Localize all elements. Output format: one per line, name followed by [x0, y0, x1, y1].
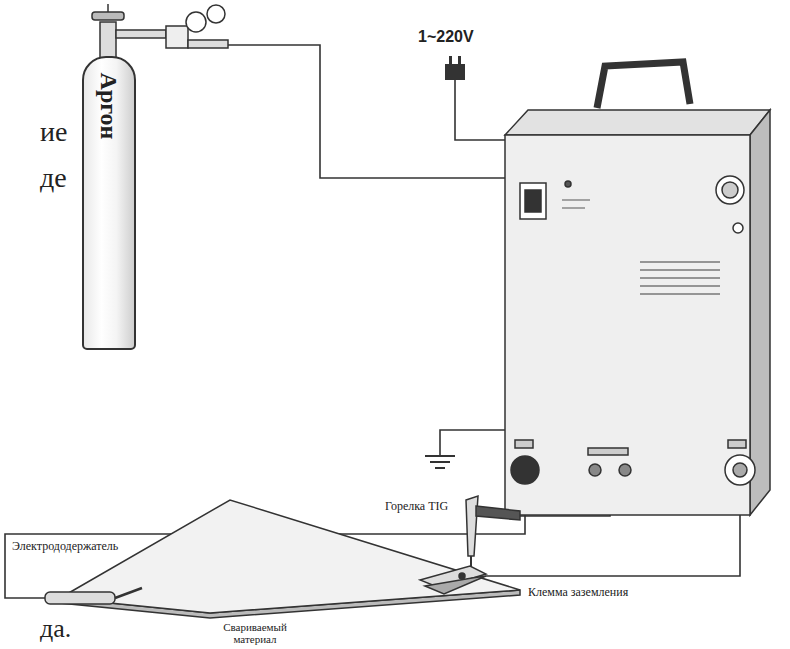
valve-neck — [100, 22, 116, 58]
vent-slot — [640, 269, 720, 271]
socket — [511, 456, 539, 484]
cut-text: ие — [40, 118, 67, 146]
part-label: Свариваемый материал — [212, 621, 298, 645]
ground-line — [435, 467, 445, 469]
electrode — [115, 588, 142, 598]
panel-marking — [562, 207, 585, 209]
machine-side — [750, 110, 770, 515]
clamp-pivot — [459, 573, 465, 579]
regulator-body — [166, 26, 188, 48]
socket — [619, 464, 631, 476]
power-plug — [445, 56, 465, 80]
current-knob — [716, 176, 744, 204]
plate-top — [60, 500, 520, 613]
socket — [589, 464, 601, 476]
panel-indicator — [733, 223, 743, 233]
gas-hose — [228, 45, 505, 178]
holder-handle — [45, 592, 115, 604]
gas-cylinder: Аргон — [82, 56, 136, 350]
vent-slot — [640, 285, 720, 287]
socket-core — [733, 463, 747, 477]
vent-slot — [640, 261, 720, 263]
power-switch — [520, 183, 546, 219]
machine-handle — [597, 62, 690, 108]
vent-grille — [640, 262, 720, 294]
ground-clamp — [420, 566, 486, 594]
vent-slot — [640, 293, 720, 295]
valve-wheel — [92, 12, 124, 20]
machine-top — [505, 110, 770, 135]
torch-body — [466, 496, 478, 556]
voltage-label: 1~220V — [418, 28, 474, 46]
part-label: Клемма заземления — [528, 586, 628, 600]
torch-handle — [476, 506, 520, 520]
tig-torch — [466, 496, 520, 570]
socket — [725, 455, 755, 485]
socket-plate — [728, 440, 746, 448]
plug-pin — [449, 56, 452, 65]
vent-slot — [640, 277, 720, 279]
switch-rocker — [525, 190, 541, 212]
welding-machine — [505, 62, 770, 515]
ground-symbol — [425, 456, 455, 468]
gauge — [186, 12, 206, 32]
gauge — [207, 5, 225, 23]
part-label: Горелка TIG — [385, 500, 448, 514]
part-label: Электрододержатель — [12, 540, 118, 554]
cylinder-label: Аргон — [97, 72, 121, 139]
plug-body — [445, 64, 465, 80]
cut-text: де — [40, 164, 67, 192]
valve-stem — [107, 4, 109, 12]
workpiece — [60, 500, 520, 618]
indicator-led — [565, 181, 571, 187]
cut-text: да. — [40, 616, 71, 642]
regulator-pipe — [116, 30, 166, 38]
ground-line — [425, 455, 455, 457]
outlet-pipe — [188, 40, 228, 48]
ground-wire — [440, 430, 505, 455]
electrode-holder — [45, 588, 142, 604]
current-knob-cap — [722, 182, 738, 198]
power-cord — [455, 80, 505, 140]
socket-plate — [515, 440, 533, 448]
regulator — [92, 4, 228, 58]
plug-pin — [458, 56, 461, 65]
panel-marking — [562, 199, 590, 201]
socket-plate — [588, 448, 628, 455]
machine-front — [505, 135, 750, 515]
ground-line — [430, 461, 450, 463]
clamp-jaw — [425, 576, 486, 594]
